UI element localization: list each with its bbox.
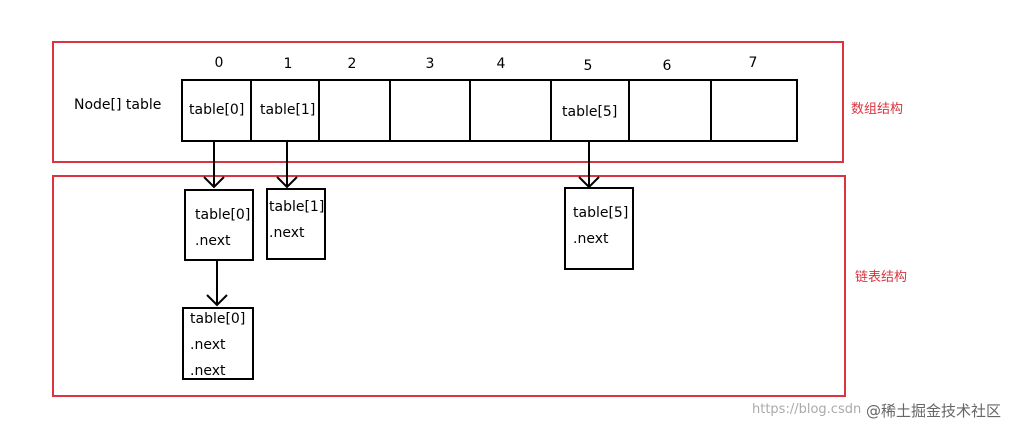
list-node-table0: table[0] .next <box>184 189 254 261</box>
node-table5-line-2: .next <box>573 231 609 247</box>
list-node-table0-next: table[0] .next .next <box>182 307 254 380</box>
array-index-2: 2 <box>347 56 357 72</box>
node-table0-next-line-1: table[0] <box>190 311 246 327</box>
node-table1-line-1: table[1] <box>269 199 325 215</box>
list-node-table1: table[1] .next <box>266 188 326 260</box>
watermark-url: https://blog.csdn <box>752 402 862 417</box>
list-region-frame <box>52 175 846 397</box>
arrow-cell0-to-node0 <box>203 142 225 189</box>
array-region-label: 数组结构 <box>851 102 904 117</box>
array-region-frame <box>52 41 844 163</box>
node-table0-line-1: table[0] <box>195 207 251 223</box>
arrow-cell1-to-node1 <box>276 142 298 189</box>
array-cell-5-label: table[5] <box>562 104 618 120</box>
node-table0-next-line-2: .next <box>190 337 226 353</box>
array-index-5: 5 <box>583 58 593 74</box>
arrow-node0-to-node00 <box>206 261 228 307</box>
watermark-text: @稀土掘金技术社区 <box>866 402 1002 420</box>
node-table1-line-2: .next <box>269 225 305 241</box>
node-table0-next-line-3: .next <box>190 363 226 379</box>
list-region-label: 链表结构 <box>855 270 908 285</box>
array-cell-7 <box>710 79 798 142</box>
array-index-3: 3 <box>425 56 435 72</box>
array-index-0: 0 <box>214 55 224 71</box>
array-index-7: 7 <box>748 55 758 71</box>
array-label: Node[] table <box>74 97 162 113</box>
array-index-1: 1 <box>283 56 293 72</box>
node-table5-line-1: table[5] <box>573 205 629 221</box>
array-cell-1-label: table[1] <box>260 102 316 118</box>
array-index-6: 6 <box>662 58 672 74</box>
arrow-cell5-to-node5 <box>578 142 600 189</box>
node-table0-line-2: .next <box>195 233 231 249</box>
list-node-table5: table[5] .next <box>564 187 634 270</box>
array-cell-0-label: table[0] <box>189 102 245 118</box>
array-index-4: 4 <box>496 56 506 72</box>
